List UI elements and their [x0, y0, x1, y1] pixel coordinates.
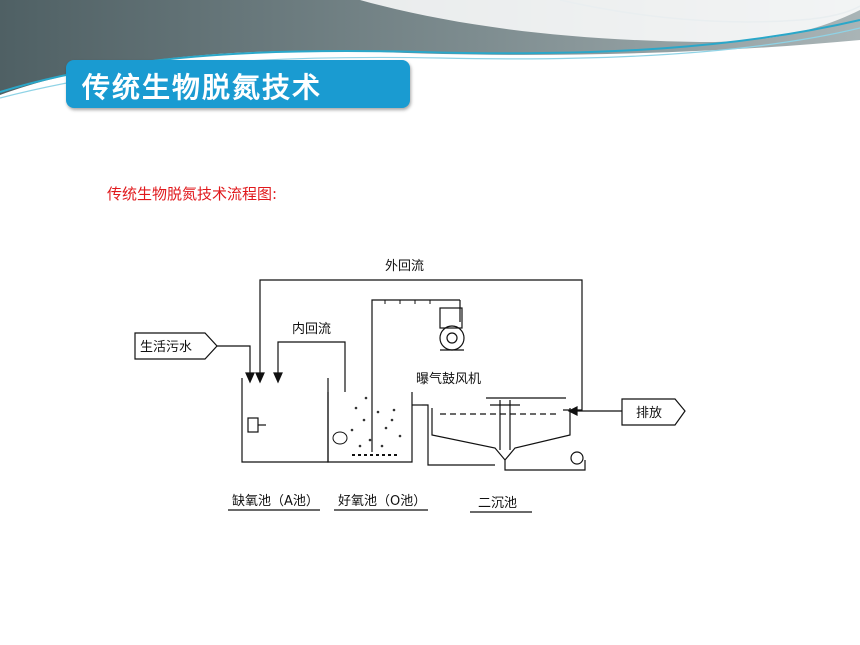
discharge-label: 排放: [636, 406, 662, 421]
return-pump-icon: [570, 451, 586, 471]
raw-wastewater-label: 生活污水: [140, 340, 192, 355]
discharge-box: [621, 398, 686, 426]
inlet-line: [217, 345, 251, 380]
secondary-clarifier: [431, 397, 571, 471]
raw-wastewater-box: [134, 332, 218, 360]
blower-label: 曝气鼓风机: [416, 371, 481, 387]
internal-return-label: 内回流: [292, 321, 331, 337]
diagram-caption: 传统生物脱氮技术流程图:: [107, 185, 278, 203]
page-title: 传统生物脱氮技术: [82, 71, 323, 104]
air-line: [371, 299, 460, 452]
internal-return-line: [277, 341, 346, 392]
blower-icon: [439, 307, 465, 351]
external-return-label: 外回流: [385, 259, 424, 274]
aerobic-tank-label: 好氧池（O池）: [338, 494, 426, 509]
title-box: 传统生物脱氮技术: [66, 60, 410, 108]
anoxic-tank: [241, 378, 329, 463]
anoxic-tank-label: 缺氧池（A池）: [232, 494, 319, 509]
header-banner: [0, 0, 860, 99]
aerobic-tank: [327, 392, 413, 463]
secondary-clarifier-label: 二沉池: [478, 496, 517, 511]
